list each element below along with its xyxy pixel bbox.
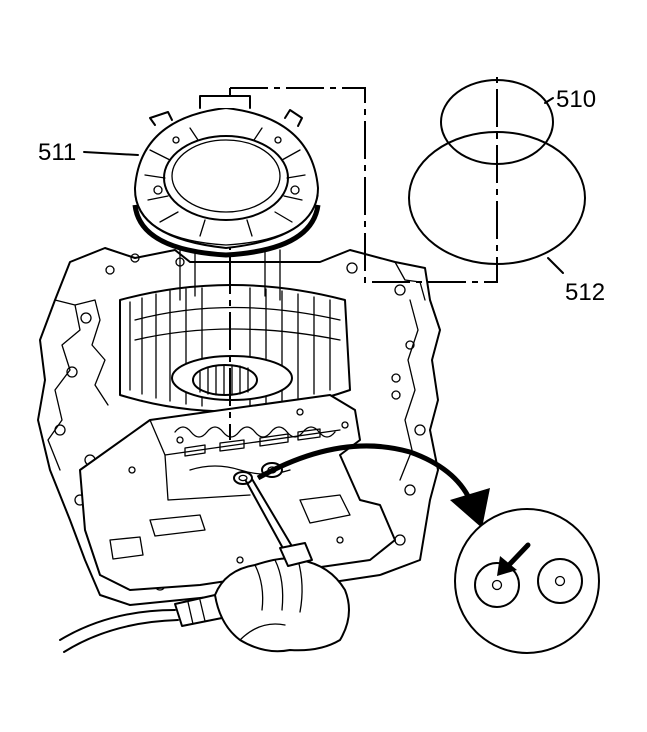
ring-assembly [132,95,321,258]
target-hole [233,471,253,485]
callout-511: 511 [38,139,76,166]
callout-512: 512 [565,279,605,306]
valve-body-plate [79,394,396,591]
callout-leaders [83,97,564,274]
large-o-ring [408,131,586,265]
callout-510: 510 [556,86,596,113]
detail-arrow [256,443,490,528]
small-o-ring [440,79,554,165]
hand-with-tool [59,478,350,653]
detail-inset [454,508,600,654]
clutch-drum [119,249,351,413]
